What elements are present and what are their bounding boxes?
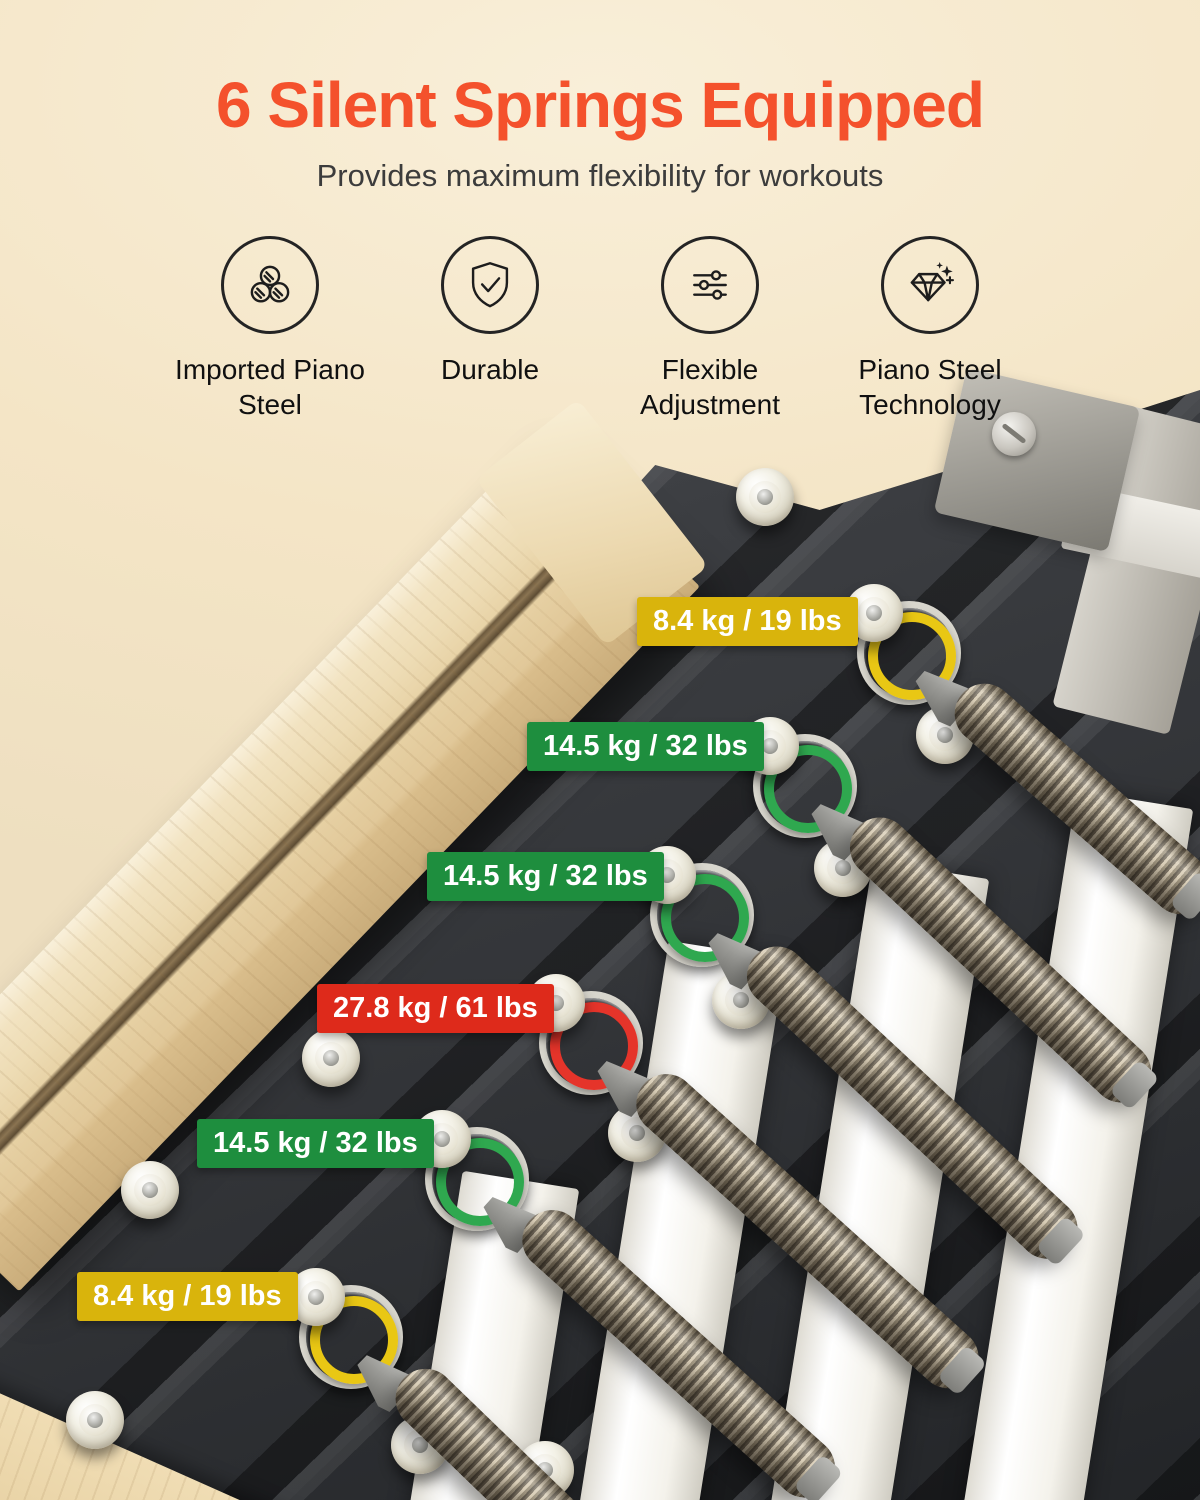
- feature-list: Imported Piano Steel Durable: [0, 236, 1200, 422]
- spring-strength-ring: [764, 745, 852, 833]
- spring-weight-badge: 14.5 kg / 32 lbs: [427, 852, 664, 901]
- feature-label: Imported Piano Steel: [175, 354, 365, 420]
- anchor-metal-ring: [650, 863, 754, 967]
- anchor-metal-ring: [857, 601, 961, 705]
- spring-weight-badge: 8.4 kg / 19 lbs: [637, 597, 858, 646]
- steel-rolls-icon: [221, 236, 319, 334]
- screw: [992, 412, 1036, 456]
- spring-strength-ring: [868, 612, 956, 700]
- spring-strength-ring: [436, 1138, 524, 1226]
- feature-item: Piano Steel Technology: [829, 236, 1031, 422]
- feature-label: Flexible Adjustment: [639, 354, 781, 420]
- diamond-sparkle-icon: [881, 236, 979, 334]
- spring-weight-badge: 14.5 kg / 32 lbs: [197, 1119, 434, 1168]
- anchor-metal-ring: [299, 1285, 403, 1389]
- pulley: [302, 1029, 360, 1087]
- page-title: 6 Silent Springs Equipped: [216, 69, 985, 141]
- spring-strength-ring: [661, 874, 749, 962]
- sliders-icon: [661, 236, 759, 334]
- feature-item: Imported Piano Steel: [169, 236, 371, 422]
- feature-label: Piano Steel Technology: [858, 354, 1002, 420]
- spring-weight-badge: 27.8 kg / 61 lbs: [317, 984, 554, 1033]
- pulley: [66, 1391, 124, 1449]
- anchor-metal-ring: [753, 734, 857, 838]
- spring-strength-ring: [550, 1002, 638, 1090]
- header: 6 Silent Springs Equipped Provides maxim…: [0, 0, 1200, 422]
- pulley: [736, 468, 794, 526]
- spring-weight-badge: 8.4 kg / 19 lbs: [77, 1272, 298, 1321]
- page-subtitle: Provides maximum flexibility for workout…: [316, 158, 884, 193]
- shield-check-icon: [441, 236, 539, 334]
- spring-weight-badge: 14.5 kg / 32 lbs: [527, 722, 764, 771]
- spring-strength-ring: [310, 1296, 398, 1384]
- feature-item: Flexible Adjustment: [609, 236, 811, 422]
- pulley: [121, 1161, 179, 1219]
- feature-item: Durable: [389, 236, 591, 422]
- anchor-metal-ring: [539, 991, 643, 1095]
- feature-label: Durable: [440, 354, 540, 385]
- anchor-metal-ring: [425, 1127, 529, 1231]
